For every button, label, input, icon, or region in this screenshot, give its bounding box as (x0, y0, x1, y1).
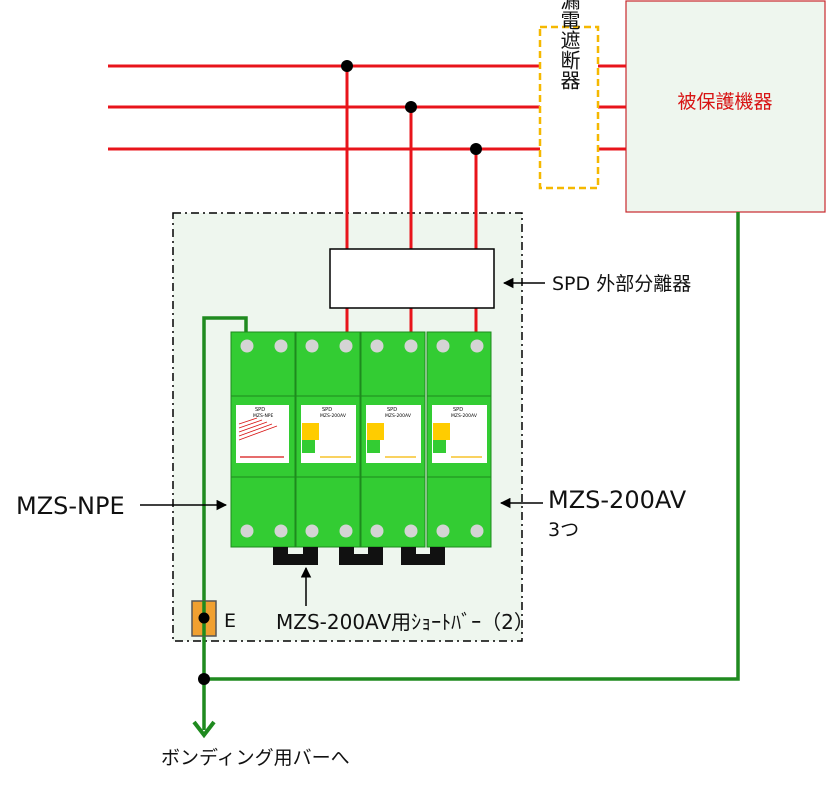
npe-model-text: MZS-NPE (253, 413, 274, 419)
npe-ground-wire (202, 316, 248, 730)
mzs-npe-label: MZS-NPE (16, 492, 125, 520)
npe-brand-text: SPD (255, 407, 265, 413)
earth-leakage-breaker-box (538, 25, 600, 190)
svg-text:MZS-200AV: MZS-200AV (385, 413, 412, 419)
mzs-200av-label: MZS-200AV (548, 486, 687, 514)
bonding-bar-label: ボンディング用バーへ (161, 747, 350, 769)
svg-text:MZS-200AV: MZS-200AV (320, 413, 347, 419)
spd-modules: SPD MZS-NPE SPD MZS-200AV (230, 331, 492, 548)
spd-module-npe: SPD MZS-NPE (230, 331, 296, 548)
junction-dot-3 (470, 143, 482, 155)
short-bar-label: MZS-200AV用ｼｮｰﾄﾊﾞｰ（2） (276, 610, 534, 634)
earth-terminal-label: E (224, 610, 236, 632)
junction-dot-2 (405, 101, 417, 113)
npe-hatch-mark (238, 417, 278, 441)
svg-text:MZS-200AV: MZS-200AV (451, 413, 478, 419)
spd-disconnector-label: SPD 外部分離器 (552, 273, 691, 295)
spd-module-av-1: SPD MZS-200AV (295, 331, 361, 548)
indicator-window (302, 423, 319, 440)
spd-disconnector-box (329, 248, 495, 309)
protected-equipment-label: 被保護機器 (677, 91, 772, 113)
spd-module-av-3: SPD MZS-200AV (426, 331, 492, 548)
earth-terminal-dot (198, 612, 210, 624)
equipment-ground-wire (204, 212, 740, 681)
junction-dot-1 (341, 60, 353, 72)
ground-wiring (192, 212, 740, 739)
bonding-arrow-head (192, 720, 216, 739)
ground-junction-dot (198, 673, 210, 685)
svg-text:SPD: SPD (387, 407, 397, 413)
mzs-200av-count-label: 3つ (548, 519, 579, 541)
protected-equipment-box (625, 0, 826, 213)
svg-text:SPD: SPD (322, 407, 332, 413)
earth-leakage-breaker-label: 漏電遮断器 (557, 0, 581, 90)
spd-module-av-2: SPD MZS-200AV (360, 331, 426, 548)
short-bars (273, 547, 445, 565)
svg-text:SPD: SPD (453, 407, 463, 413)
